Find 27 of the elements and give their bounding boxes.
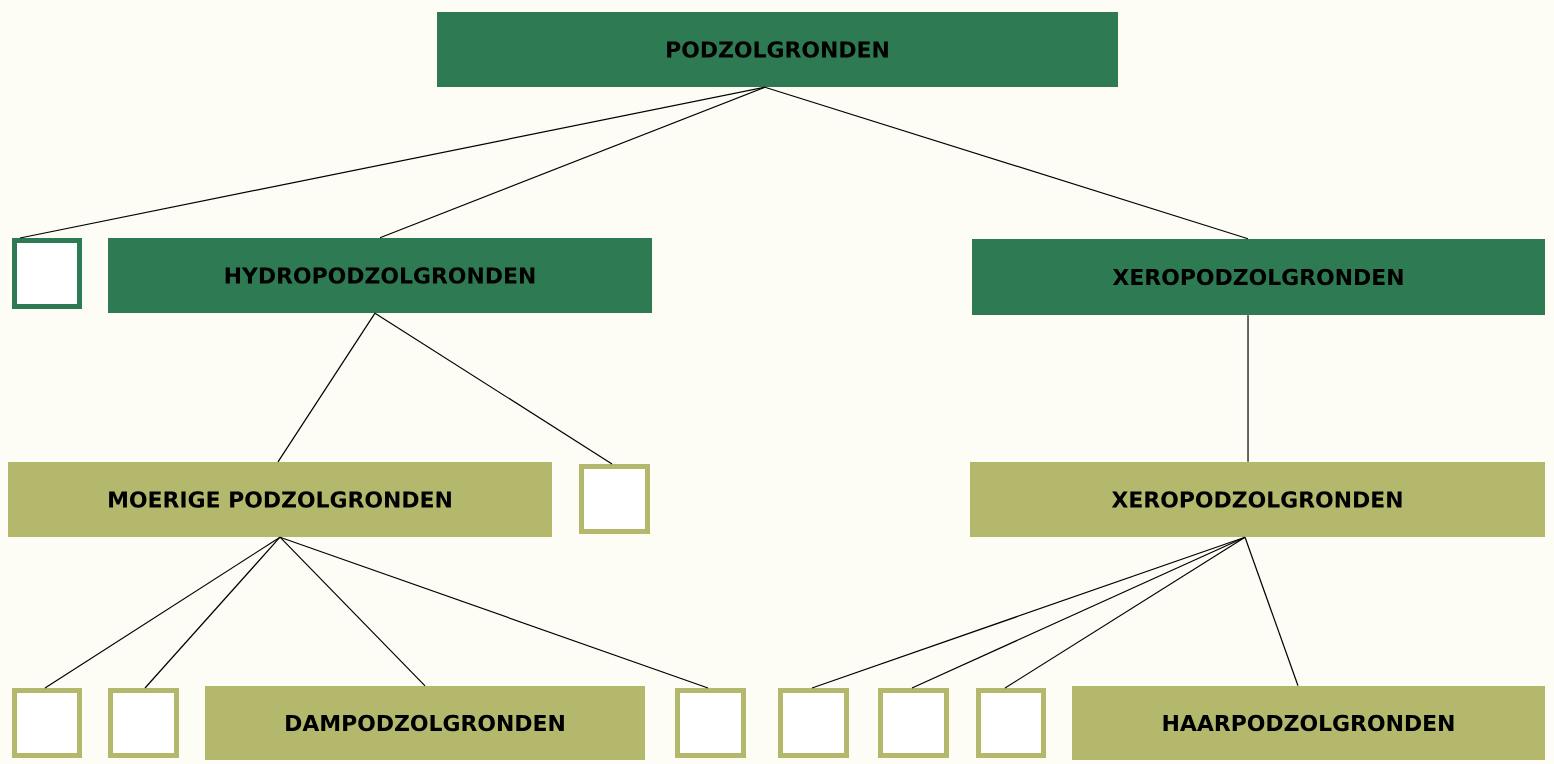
category-box: HAARPODZOLGRONDEN <box>1072 686 1545 760</box>
connector-line <box>1244 536 1299 687</box>
category-box: PODZOLGRONDEN <box>437 12 1118 87</box>
connector-line <box>44 536 281 689</box>
category-box: XEROPODZOLGRONDEN <box>970 462 1545 537</box>
connector-line <box>279 536 709 689</box>
connector-line <box>374 312 613 465</box>
empty-box <box>579 464 650 534</box>
category-box: MOERIGE PODZOLGRONDEN <box>8 462 552 537</box>
empty-box <box>778 688 849 758</box>
connector-line <box>811 536 1246 689</box>
connector-line <box>379 86 766 239</box>
category-box: XEROPODZOLGRONDEN <box>972 239 1545 315</box>
category-box: HYDROPODZOLGRONDEN <box>108 238 652 313</box>
empty-box <box>976 688 1046 758</box>
connector-line <box>764 86 1249 240</box>
connector-line <box>1004 536 1246 689</box>
empty-box <box>12 688 82 758</box>
connector-line <box>279 536 426 687</box>
connector-line <box>277 312 376 463</box>
empty-box <box>878 688 949 758</box>
category-box: DAMPODZOLGRONDEN <box>205 686 645 760</box>
connector-line <box>1247 314 1249 463</box>
empty-box <box>675 688 746 758</box>
connector-line <box>144 536 281 689</box>
empty-box <box>12 238 82 309</box>
empty-box <box>108 688 179 758</box>
